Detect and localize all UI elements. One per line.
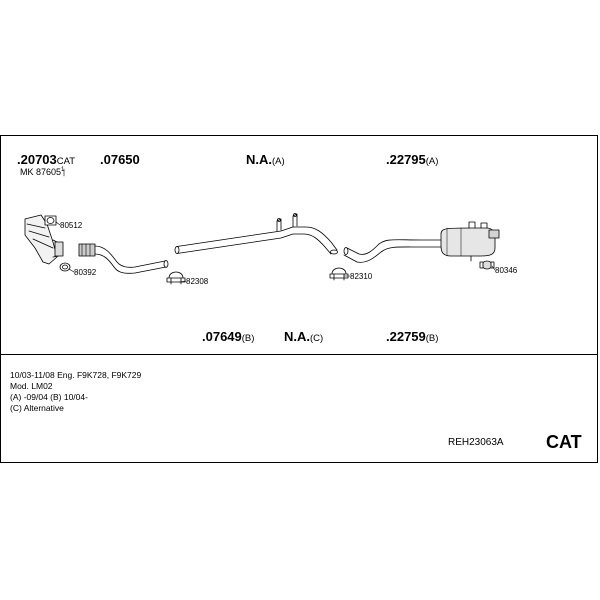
info-line: (C) Alternative — [10, 403, 64, 413]
part-label-rear-silencer-alt[interactable]: .22759(B) — [386, 330, 438, 344]
mounting-kit-mark: 1 — [61, 167, 65, 173]
part-label-front-pipe-alt[interactable]: .07649(B) — [202, 330, 254, 344]
part-number: .07649 — [202, 329, 242, 344]
middle-pipe-icon — [174, 213, 338, 255]
rubber-mount-icon — [479, 260, 495, 270]
clamp-icon — [329, 267, 349, 281]
part-label-catalyst[interactable]: .20703CAT — [17, 153, 75, 167]
gasket-icon — [44, 215, 57, 226]
part-suffix: (B) — [425, 333, 439, 344]
part-label-middle-alt[interactable]: N.A.(C) — [284, 330, 323, 344]
rear-silencer-icon — [343, 221, 500, 263]
exhaust-system-drawing — [24, 168, 500, 285]
gasket-icon — [59, 262, 71, 272]
part-number: .20703 — [17, 152, 57, 167]
diagram-frame: .20703CAT MK 876051 .07650 N.A.(A) .2279… — [0, 135, 598, 463]
info-line: 10/03-11/08 Eng. F9K728, F9K729 — [10, 370, 142, 380]
info-line: (A) -09/04 (B) 10/04- — [10, 392, 88, 402]
mounting-kit-label: MK 876051 — [20, 167, 64, 177]
part-number: N.A. — [284, 329, 310, 344]
part-number: .07650 — [100, 152, 140, 167]
part-label-front-pipe[interactable]: .07650 — [100, 153, 140, 167]
small-part-82310[interactable]: 82310 — [350, 272, 373, 281]
part-suffix: (A) — [272, 156, 285, 167]
mounting-kit-number: MK 87605 — [20, 167, 62, 177]
part-label-middle-na[interactable]: N.A.(A) — [246, 153, 285, 167]
info-line: Mod. LM02 — [10, 381, 53, 391]
catalyst-manifold-icon — [24, 214, 64, 265]
part-number: .22795 — [386, 152, 426, 167]
small-part-82308[interactable]: 82308 — [186, 277, 209, 286]
part-suffix: (C) — [310, 333, 324, 344]
clamp-icon — [166, 271, 186, 285]
small-part-80346[interactable]: 80346 — [495, 266, 518, 275]
part-suffix: (A) — [425, 156, 439, 167]
small-part-80512[interactable]: 80512 — [60, 221, 83, 230]
leader-lines — [55, 168, 496, 283]
front-pipe-icon — [78, 243, 169, 274]
part-suffix: CAT — [56, 156, 76, 167]
part-label-rear-silencer[interactable]: .22795(A) — [386, 153, 438, 167]
small-part-80392[interactable]: 80392 — [74, 268, 97, 277]
part-number: N.A. — [246, 152, 272, 167]
part-suffix: (B) — [241, 333, 255, 344]
part-number: .22759 — [386, 329, 426, 344]
vehicle-info: 10/03-11/08 Eng. F9K728, F9K729 Mod. LM0… — [10, 370, 141, 414]
section-divider — [1, 354, 597, 355]
reference-code: REH23063A — [448, 437, 504, 448]
category-badge: CAT — [546, 432, 582, 452]
